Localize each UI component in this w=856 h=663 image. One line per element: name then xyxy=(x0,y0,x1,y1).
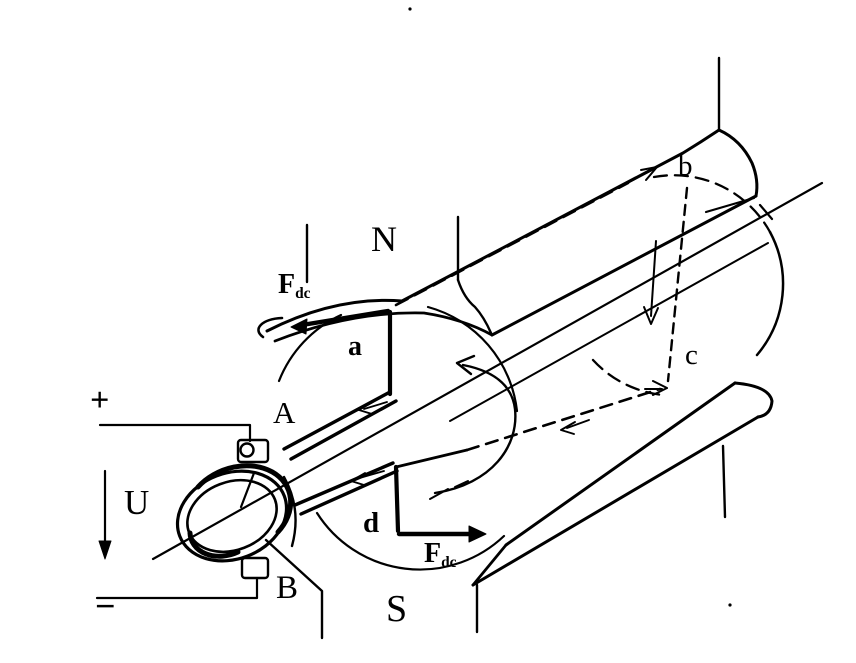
brush-a-label: A xyxy=(273,395,296,430)
north-pole xyxy=(257,56,759,343)
force-bottom-symbol: F xyxy=(424,538,442,569)
force-top-subscript: dc xyxy=(295,284,311,302)
brush-b-label: B xyxy=(276,570,299,606)
south-pole-label: S xyxy=(386,588,408,630)
rotation-arrow xyxy=(433,354,517,495)
shaft xyxy=(151,181,824,561)
force-bottom-subscript: dc xyxy=(441,553,457,571)
coil-side-cd xyxy=(394,387,662,500)
coil-corner-b-label: b xyxy=(678,150,693,182)
voltage-label: U xyxy=(124,483,150,522)
brush-a xyxy=(236,438,270,464)
force-arrow-bottom xyxy=(396,525,487,543)
force-arrow-top xyxy=(290,308,391,335)
ink-specks xyxy=(408,7,732,607)
coil-corner-d-label: d xyxy=(363,507,380,539)
force-top-label: Fdc xyxy=(278,269,311,302)
supply-wires xyxy=(95,423,259,600)
coil-leads xyxy=(282,390,399,516)
coil-corner-c-label: c xyxy=(685,339,698,371)
positive-terminal-label: + xyxy=(90,382,110,419)
coil-side-bc xyxy=(643,186,689,383)
coil-front-ends xyxy=(387,309,401,534)
commutator xyxy=(175,463,297,563)
north-pole-label: N xyxy=(371,219,397,259)
force-bottom-label: Fdc xyxy=(424,538,457,571)
coil-side-ab xyxy=(394,166,658,307)
coil-corner-a-label: a xyxy=(348,331,362,362)
south-pole xyxy=(264,381,774,640)
voltage-arrow xyxy=(98,469,112,560)
negative-terminal-label: − xyxy=(95,586,116,626)
force-top-symbol: F xyxy=(278,269,296,300)
brush-b xyxy=(240,556,270,580)
